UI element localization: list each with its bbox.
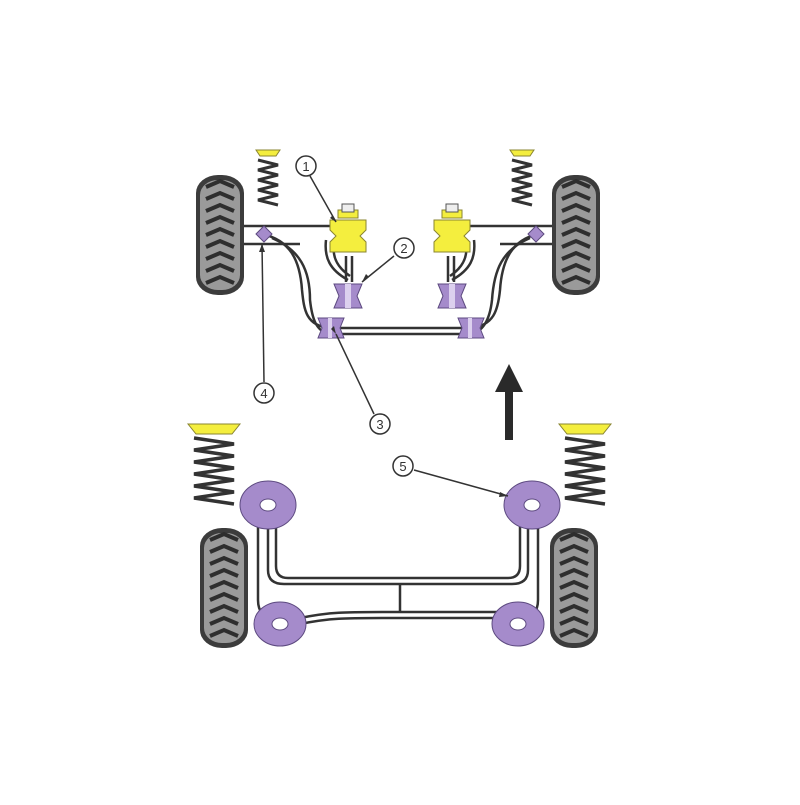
callout-5: 5: [392, 455, 414, 477]
front-left-arm-bush: [255, 225, 273, 243]
rear-left-upper-bush: [239, 480, 297, 530]
rear-left-tyre-icon: [198, 526, 250, 650]
rear-left-coil-spring-icon: [186, 422, 242, 506]
front-right-tyre-icon: [550, 173, 602, 297]
front-right-arb-bush: [457, 317, 485, 339]
svg-text:3: 3: [376, 417, 383, 432]
front-left-tyre-icon: [194, 173, 246, 297]
front-suspension: [194, 148, 602, 339]
front-right-arm-bush: [527, 225, 545, 243]
svg-text:2: 2: [400, 241, 407, 256]
callout-leaders: [261, 175, 509, 497]
front-left-droplink-bush: [333, 283, 363, 309]
rear-right-tyre-icon: [548, 526, 600, 650]
svg-text:1: 1: [302, 159, 309, 174]
rear-suspension: [186, 422, 613, 650]
callout-4: 4: [253, 382, 275, 404]
front-right-droplink-bush: [437, 283, 467, 309]
svg-text:5: 5: [399, 459, 406, 474]
rear-left-lower-bush: [253, 601, 307, 647]
callout-2: 2: [393, 237, 415, 259]
front-left-coil-spring-icon: [254, 148, 282, 207]
svg-text:4: 4: [260, 386, 267, 401]
rear-right-lower-bush: [491, 601, 545, 647]
callout-arrowheads: [259, 216, 508, 497]
front-right-coil-spring-icon: [508, 148, 536, 207]
rear-right-upper-bush: [503, 480, 561, 530]
forward-arrow-icon: [495, 364, 523, 440]
front-left-arb-bush: [317, 317, 345, 339]
rear-beam: [256, 520, 540, 626]
rear-right-coil-spring-icon: [557, 422, 613, 506]
front-left-yellow-bush: [329, 203, 367, 253]
callout-1: 1: [295, 155, 317, 177]
callout-3: 3: [369, 413, 391, 435]
front-right-yellow-bush: [433, 203, 471, 253]
